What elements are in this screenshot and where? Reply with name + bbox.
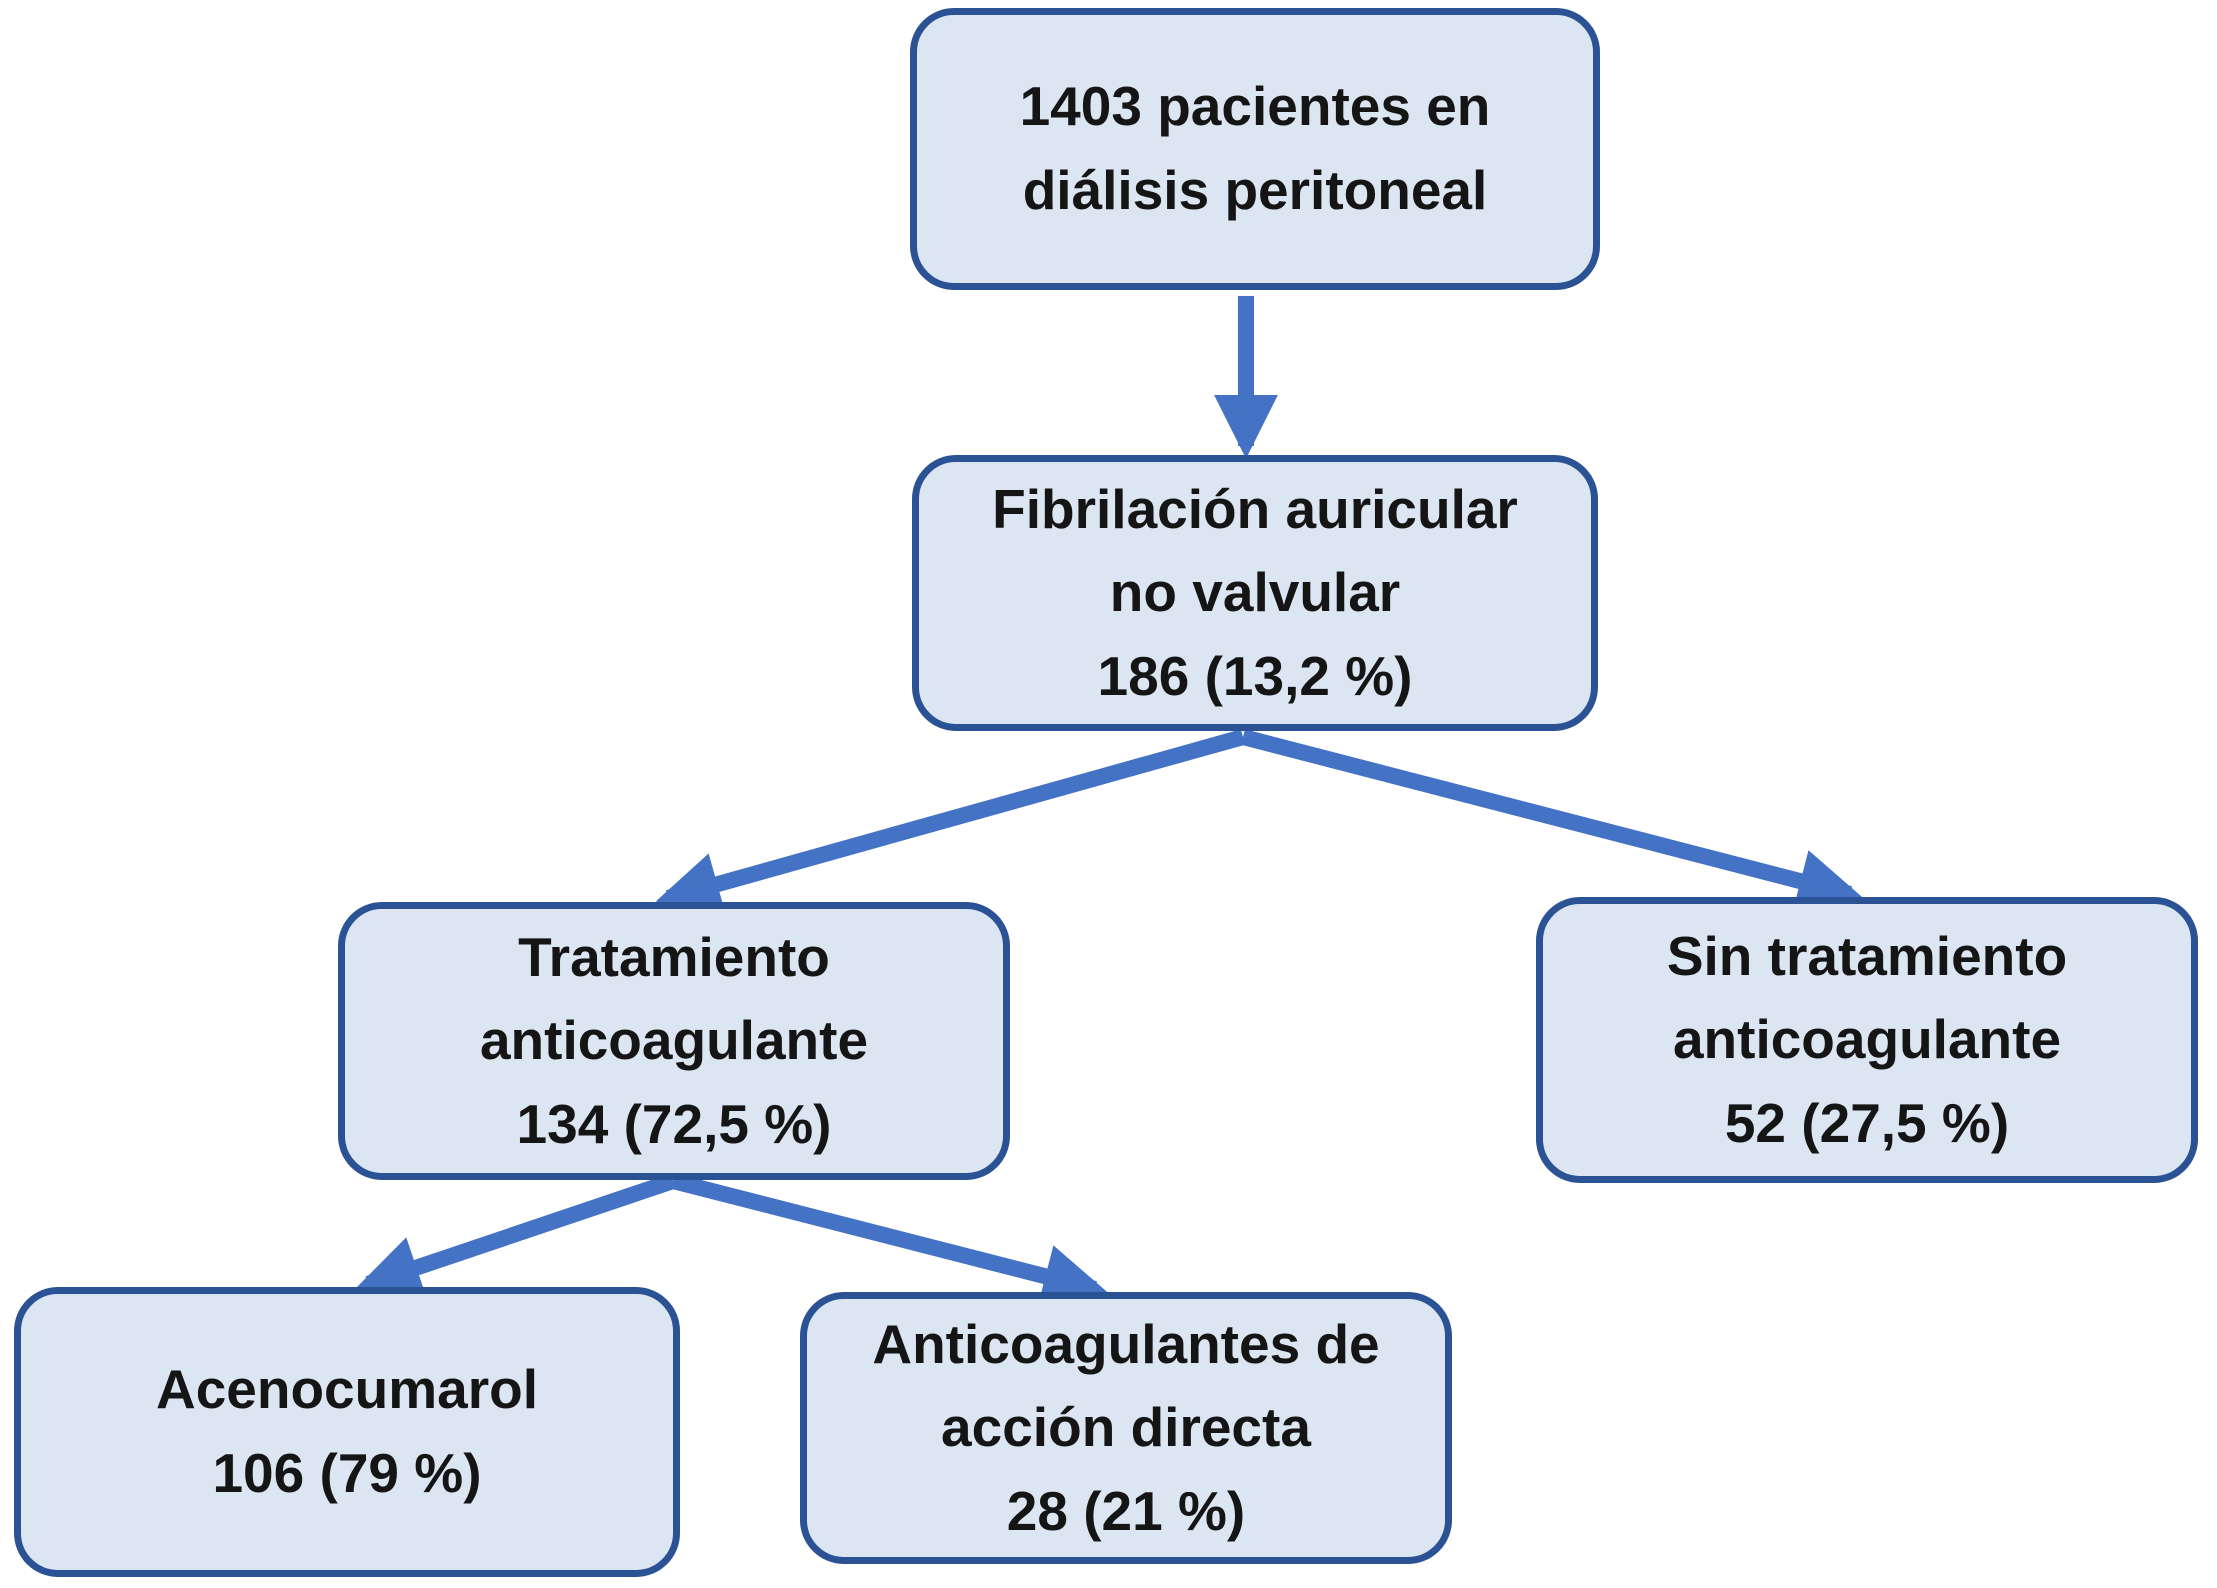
arrow-afib-to-anticoagulant [655, 729, 1246, 916]
node-nonvalvular-afib: Fibrilación auricular no valvular 186 (1… [912, 455, 1598, 731]
arrow-anticoagulant-to-doac [671, 1173, 1108, 1308]
node-text-line: 134 (72,5 %) [516, 1092, 832, 1155]
node-text-line: Anticoagulantes de [872, 1312, 1380, 1375]
node-text-line: diálisis peritoneal [1022, 159, 1488, 221]
node-no-anticoagulant-treatment: Sin tratamiento anticoagulante 52 (27,5 … [1536, 897, 2198, 1183]
node-direct-acting-anticoagulants: Anticoagulantes de acción directa 28 (21… [800, 1292, 1452, 1564]
node-dialysis-patients: 1403 pacientes en diálisis peritoneal [910, 8, 1600, 290]
node-anticoagulant-treatment: Tratamiento anticoagulante 134 (72,5 %) [338, 902, 1010, 1180]
node-text-line: anticoagulante [1672, 1008, 2062, 1071]
node-text-line: 106 (79 %) [212, 1442, 482, 1504]
node-text-line: no valvular [1109, 561, 1401, 624]
node-text-line: 52 (27,5 %) [1724, 1091, 2010, 1154]
node-text-line: 186 (13,2 %) [1097, 644, 1413, 707]
node-text-line: Sin tratamiento [1666, 924, 2068, 987]
node-text-line: Tratamiento [518, 925, 830, 988]
node-text-line: anticoagulante [479, 1009, 869, 1072]
node-text-line: Acenocumarol [155, 1358, 539, 1421]
node-text-line: Fibrilación auricular [992, 477, 1518, 540]
node-acenocumarol: Acenocumarol 106 (79 %) [14, 1287, 680, 1577]
node-text-line: acción directa [941, 1396, 1311, 1459]
arrow-anticoagulant-to-acenocumarol [355, 1173, 676, 1298]
node-text-line: 1403 pacientes en [1019, 75, 1491, 138]
node-text-line: 28 (21 %) [1006, 1479, 1246, 1542]
arrow-afib-to-no-anticoagulant [1240, 729, 1863, 913]
